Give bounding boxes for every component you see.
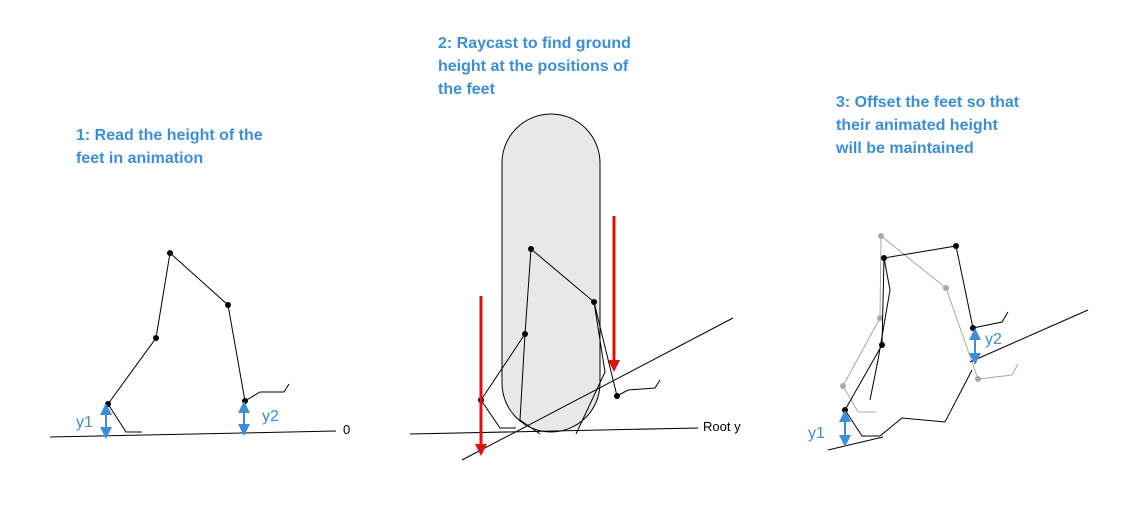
y1-label: y1 — [76, 414, 93, 431]
sloped-ground-line-step-3 — [969, 309, 1089, 363]
ground-line-step-1 — [49, 430, 337, 438]
offset-joint — [881, 255, 887, 261]
step-2-line-3: the feet — [438, 81, 495, 98]
offset-lower-body — [879, 369, 973, 437]
right-foot-step-1 — [244, 383, 290, 402]
left-foot-step-2 — [480, 399, 516, 429]
joint — [242, 398, 248, 404]
step-3-line-2: their animated height — [836, 117, 998, 134]
original-pose-left-foot — [842, 385, 876, 413]
right-foot-step-2 — [616, 379, 661, 397]
y2-label: y2 — [262, 408, 279, 425]
original-joint — [878, 233, 884, 239]
joint — [522, 331, 528, 337]
offset-pose-left-foot — [844, 409, 880, 437]
offset-joint — [879, 342, 885, 348]
hip-link-step-2 — [519, 333, 541, 435]
raycast-arrow-left-head — [475, 444, 487, 456]
step-1-line-2: feet in animation — [76, 150, 204, 167]
offset-pose-skeleton — [844, 245, 974, 411]
original-joint — [877, 315, 883, 321]
step-3-line-1: 3: Offset the feet so that — [836, 94, 1020, 111]
y2-label-step-3: y2 — [985, 331, 1002, 348]
offset-joint — [953, 243, 959, 249]
joint — [153, 335, 159, 341]
skeleton-step-1 — [107, 252, 246, 405]
joint — [614, 393, 620, 399]
offset-pose-right-foot — [972, 311, 1009, 329]
joint — [225, 302, 231, 308]
raycast-arrow-right-head — [608, 360, 620, 372]
panel-2: Root y — [409, 113, 741, 461]
step-2-line-1: 2: Raycast to find ground — [438, 35, 631, 52]
root-y-line — [409, 427, 699, 435]
root-y-label: Root y — [703, 419, 741, 434]
original-pose-right-foot — [977, 363, 1019, 380]
step-3-caption: 3: Offset the feet so that their animate… — [836, 91, 1019, 160]
offset-body-outline — [869, 257, 891, 401]
joint — [528, 246, 534, 252]
offset-joint — [842, 407, 848, 413]
step-1-caption: 1: Read the height of the feet in animat… — [76, 124, 263, 170]
original-pose-skeleton — [842, 234, 979, 387]
step-3-line-3: will be maintained — [836, 140, 974, 157]
step-2-line-2: height at the positions of — [438, 58, 629, 75]
panel-3: y2 y1 — [808, 233, 1089, 451]
original-joint — [975, 376, 981, 382]
original-joint — [840, 383, 846, 389]
original-joint — [943, 285, 949, 291]
character-capsule — [501, 113, 601, 433]
left-foot-step-1 — [107, 403, 142, 433]
joint — [105, 401, 111, 407]
panel-1: y1 y2 0 — [49, 250, 350, 439]
step-2-caption: 2: Raycast to find ground height at the … — [438, 32, 631, 101]
joint — [167, 250, 173, 256]
offset-joint — [970, 325, 976, 331]
zero-label: 0 — [343, 422, 350, 437]
body-outline-step-2 — [575, 301, 606, 435]
step-1-line-1: 1: Read the height of the — [76, 127, 263, 144]
joint — [591, 299, 597, 305]
ground-line-left-step-3 — [827, 436, 884, 451]
y1-label-step-3: y1 — [808, 425, 825, 442]
